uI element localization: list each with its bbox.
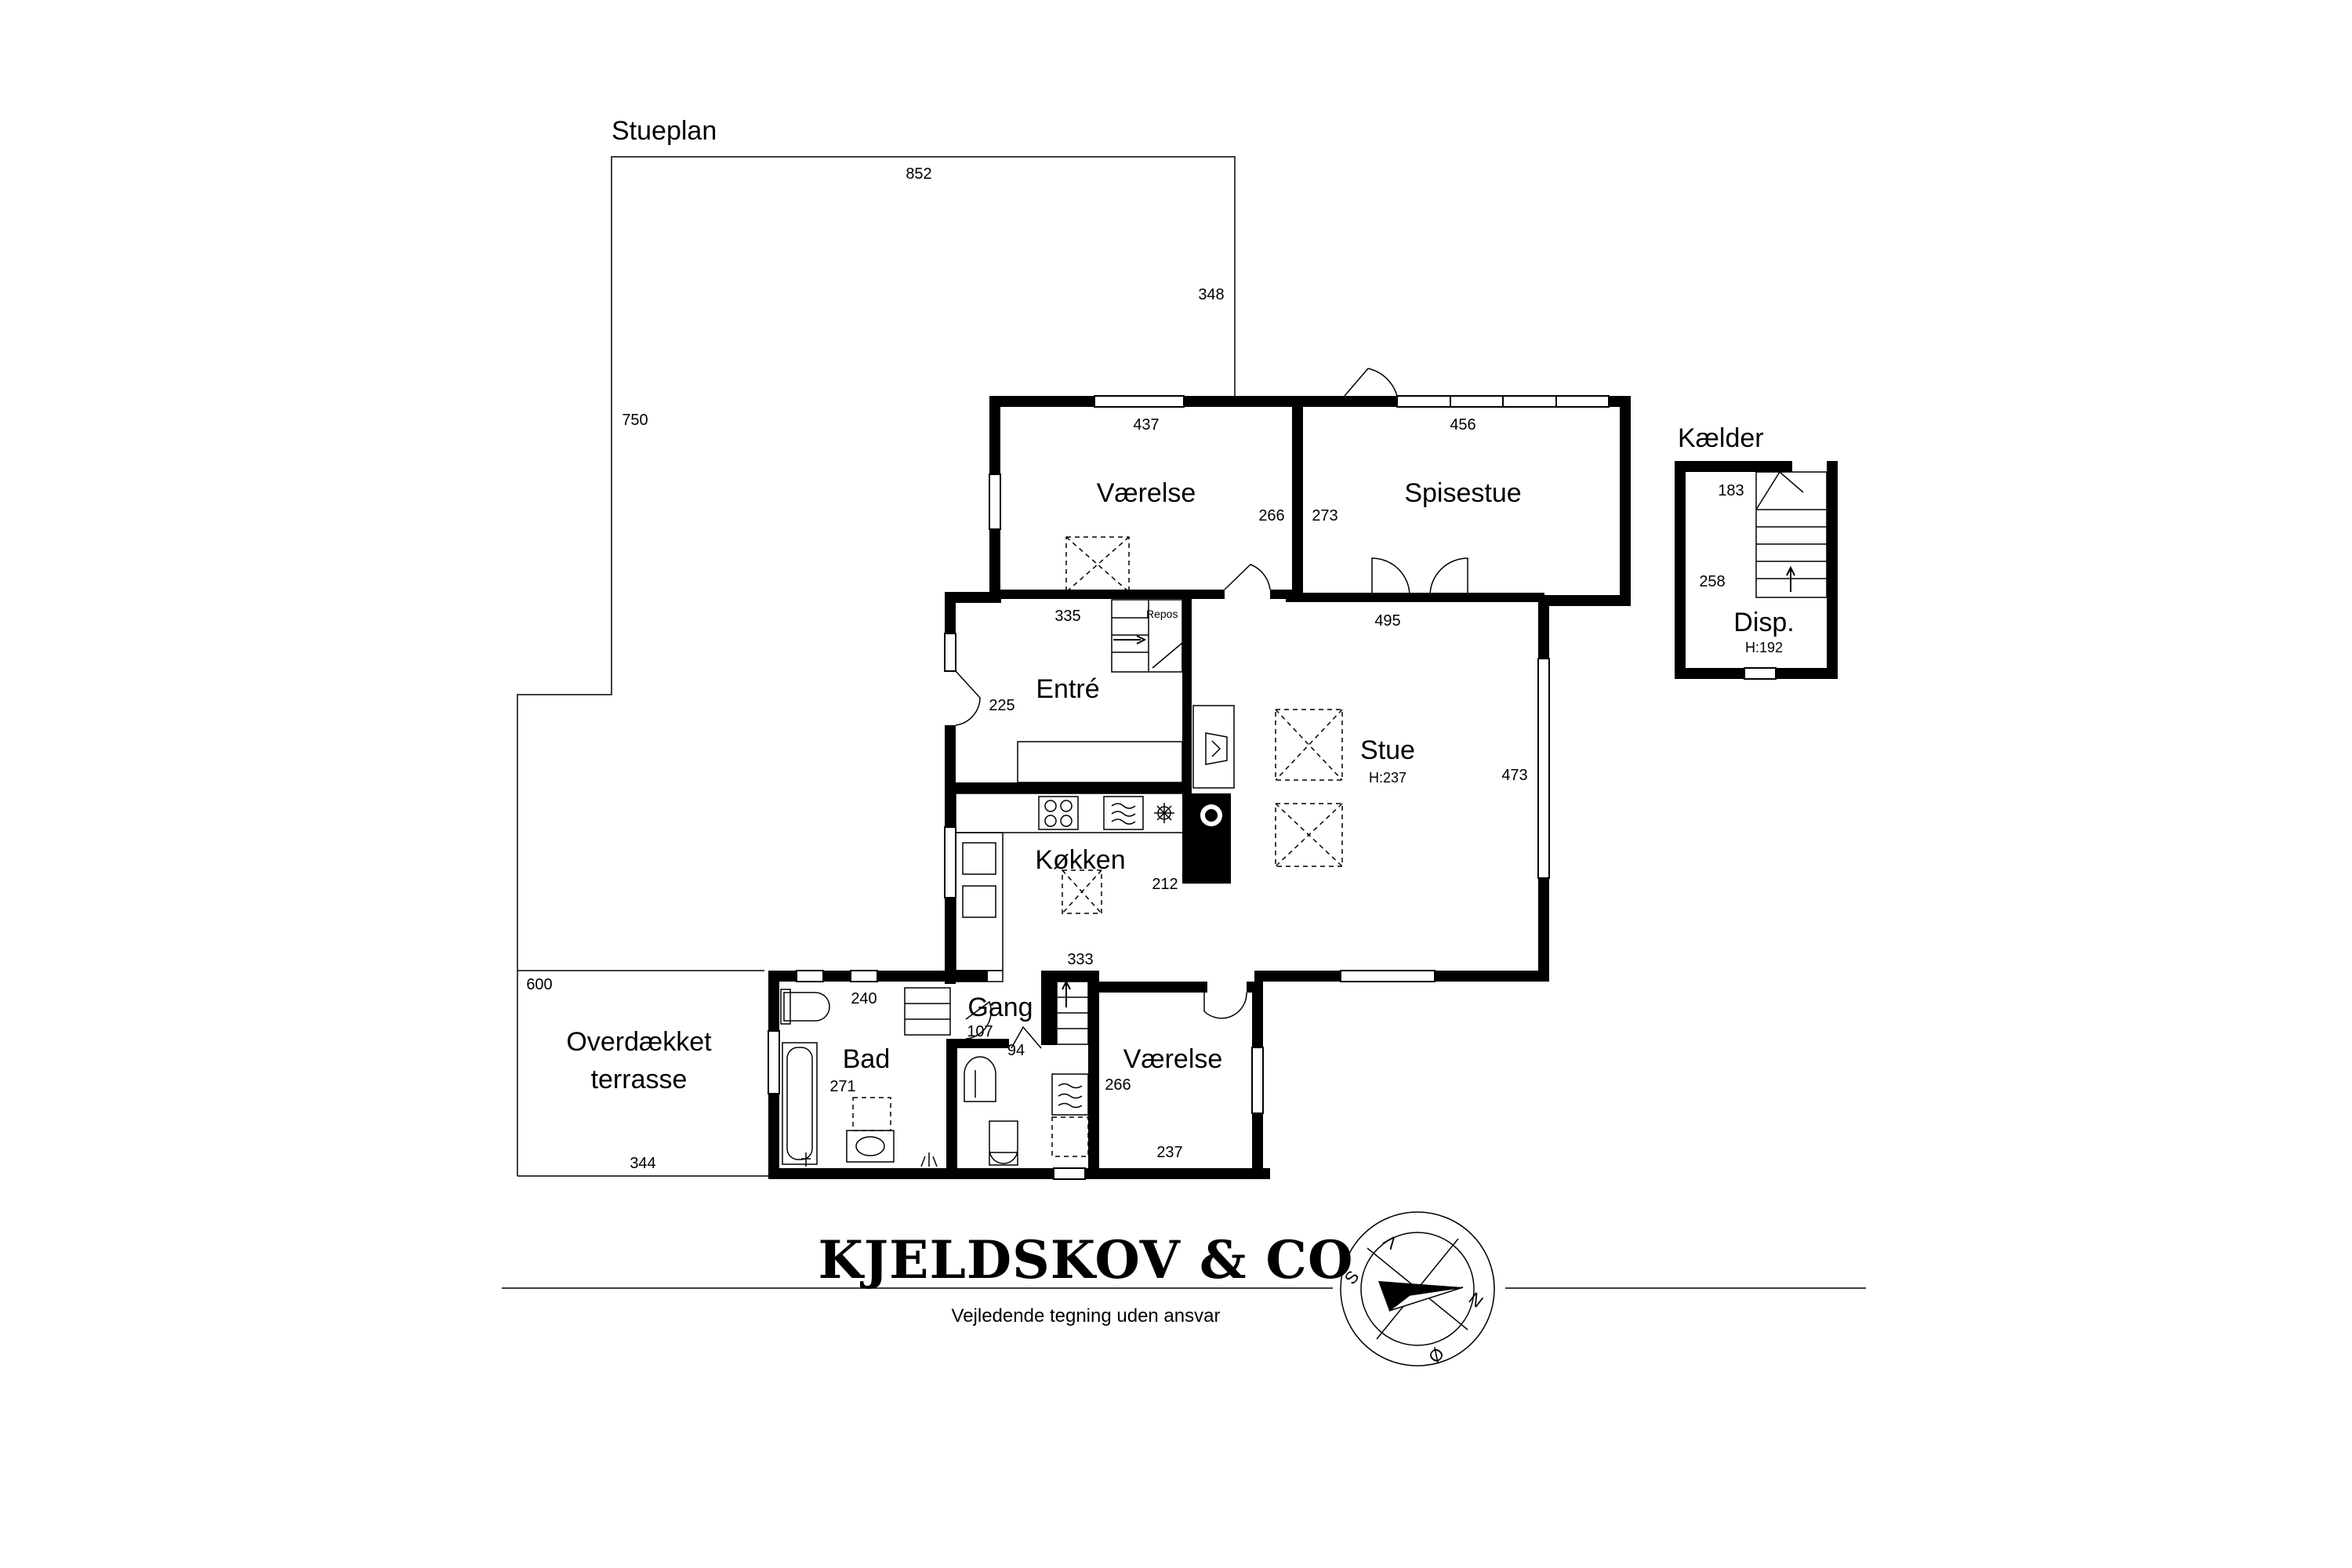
windows xyxy=(768,395,1777,1180)
dim-spisestue-top: 456 xyxy=(1450,416,1475,434)
room-label-entre: Entré xyxy=(1036,674,1099,704)
room-label-gang: Gang xyxy=(967,993,1033,1022)
room-label-vaerelse-1: Værelse xyxy=(1097,478,1196,508)
dim-vaerelse1-top: 437 xyxy=(1133,416,1159,434)
skylights xyxy=(852,536,1343,1157)
dim-vaerelse1-side: 266 xyxy=(1258,507,1284,524)
room-label-stue: Stue xyxy=(1360,735,1415,765)
plot-outline xyxy=(517,156,1236,1177)
dim-plot-left: 750 xyxy=(622,412,648,429)
dim-gang-side: 107 xyxy=(967,1023,993,1040)
dim-terrace-top: 600 xyxy=(526,976,552,993)
ground-floor-title: Stueplan xyxy=(612,116,717,146)
disp-height-label: H:192 xyxy=(1745,640,1783,655)
compass-north: N xyxy=(1465,1288,1487,1311)
stairs xyxy=(904,470,1828,1045)
room-label-bad: Bad xyxy=(843,1044,891,1074)
brand-logo: KJELDSKOV & CO xyxy=(818,1229,1354,1290)
dim-stue-side: 473 xyxy=(1501,767,1527,784)
dim-entre-top: 335 xyxy=(1054,608,1080,625)
dim-plot-top: 852 xyxy=(906,165,931,183)
room-label-spisestue: Spisestue xyxy=(1404,478,1521,508)
walls xyxy=(768,396,1838,1179)
fixtures xyxy=(780,705,1235,1167)
dim-kaelder-side: 258 xyxy=(1699,573,1725,590)
room-label-terrasse-line2: terrasse xyxy=(591,1065,688,1094)
dim-plot-right: 348 xyxy=(1198,286,1224,303)
dim-stue-top: 495 xyxy=(1374,612,1400,630)
repos-label: Repos xyxy=(1146,608,1178,620)
dim-vaerelse2-side: 266 xyxy=(1105,1076,1131,1094)
dim-gang-width: 94 xyxy=(1007,1042,1025,1059)
room-label-vaerelse-2: Værelse xyxy=(1123,1044,1223,1074)
dim-terrace-bottom: 344 xyxy=(630,1155,655,1172)
room-label-koekken: Køkken xyxy=(1035,845,1125,875)
dim-entre-side: 225 xyxy=(989,697,1014,714)
compass-west: V xyxy=(1380,1230,1401,1253)
disclaimer-text: Vejledende tegning uden ansvar xyxy=(952,1305,1221,1327)
compass-east: Ø xyxy=(1425,1344,1448,1367)
doors xyxy=(955,368,1468,1049)
dim-vaerelse2-bottom: 237 xyxy=(1156,1144,1182,1161)
dim-gang-top: 333 xyxy=(1067,951,1093,968)
stue-height-label: H:237 xyxy=(1369,770,1406,786)
dim-kaelder-top: 183 xyxy=(1718,482,1744,499)
room-label-terrasse-line1: Overdækket xyxy=(566,1027,712,1057)
compass-rose: N S Ø V xyxy=(1340,1211,1495,1367)
dim-spisestue-side: 273 xyxy=(1312,507,1338,524)
dim-koekken-side: 212 xyxy=(1152,876,1178,893)
room-label-disp: Disp. xyxy=(1733,608,1794,637)
basement-title: Kælder xyxy=(1678,423,1764,453)
dim-bad-top: 240 xyxy=(851,990,877,1007)
dim-bad-side: 271 xyxy=(829,1078,855,1095)
